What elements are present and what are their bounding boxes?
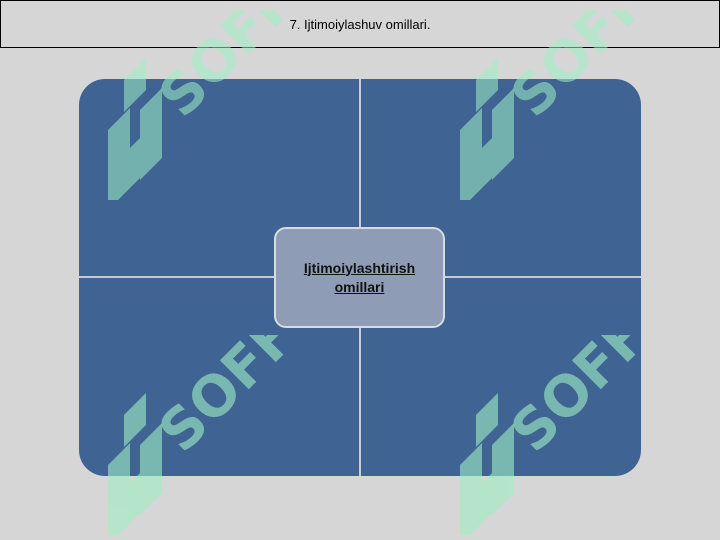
slide-title-box: 7. Ijtimoiylashuv omillari.	[0, 0, 720, 48]
center-node: Ijtimoiylashtirish omillari	[274, 227, 445, 328]
center-node-label: Ijtimoiylashtirish omillari	[303, 259, 416, 295]
slide-title: 7. Ijtimoiylashuv omillari.	[289, 16, 431, 32]
